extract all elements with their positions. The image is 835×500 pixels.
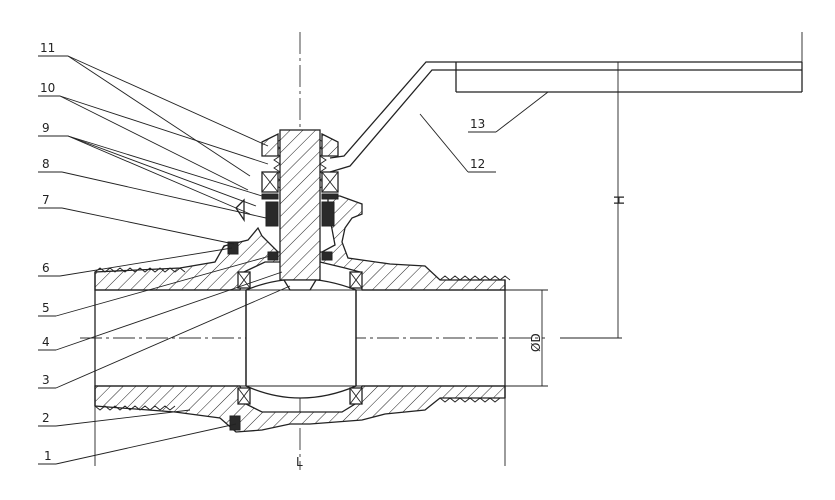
callout-12: 12 (470, 157, 485, 171)
callout-13: 13 (470, 117, 485, 131)
body-gasket (229, 415, 241, 431)
callout-10: 10 (40, 81, 55, 95)
bore-dimension-label: ØD (529, 333, 543, 352)
stem (273, 129, 327, 291)
ball (240, 278, 362, 399)
lever-handle (329, 32, 803, 173)
callout-5: 5 (42, 301, 50, 315)
callout-11: 11 (40, 41, 55, 55)
callout-1: 1 (44, 449, 52, 463)
callout-8: 8 (42, 157, 50, 171)
seat-rings (237, 271, 363, 405)
callout-labels: 11 10 9 8 7 6 5 4 3 2 1 12 13 (40, 41, 485, 463)
height-dimension-label: H (613, 195, 628, 205)
callout-6: 6 (42, 261, 50, 275)
callout-3: 3 (42, 373, 50, 387)
height-dimension: H (560, 62, 628, 339)
length-dimension: L (94, 398, 506, 469)
callout-leaders (38, 55, 549, 465)
bore-dimension: ØD (505, 289, 548, 387)
callout-4: 4 (42, 335, 50, 349)
packing-and-nuts (227, 132, 339, 261)
callout-7: 7 (42, 193, 50, 207)
length-dimension-label: L (296, 455, 303, 469)
callout-9: 9 (42, 121, 50, 135)
callout-2: 2 (42, 411, 50, 425)
